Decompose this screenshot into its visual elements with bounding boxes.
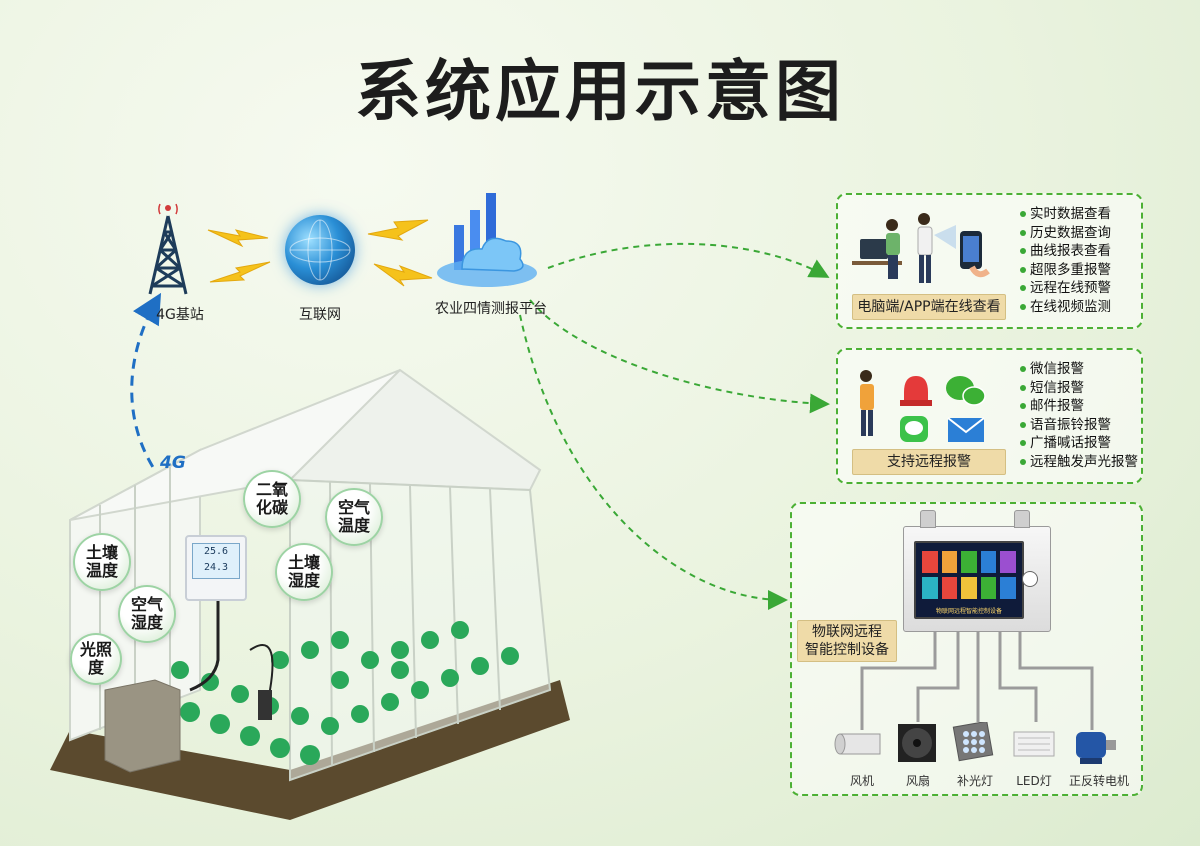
- list-item: 在线视频监测: [1020, 298, 1111, 317]
- control-tag-line: 智能控制设备: [805, 642, 889, 658]
- page-title: 系统应用示意图: [355, 53, 845, 130]
- panel-online-view: 电脑端/APP端在线查看 实时数据查看 历史数据查询 曲线报表查看 超限多重报警…: [836, 193, 1143, 329]
- sensor-bubble-co2: 二氧 化碳: [243, 470, 301, 528]
- motor-icon: [1076, 732, 1116, 764]
- view-tag: 电脑端/APP端在线查看: [852, 294, 1006, 320]
- list-item: 远程在线预警: [1020, 279, 1111, 298]
- cloud-platform-icon: [437, 193, 537, 287]
- controller-screen-tiles: [922, 551, 1016, 599]
- lightning-icon: [209, 261, 271, 283]
- led-light-icon: [1013, 731, 1055, 757]
- device-label: 风机: [849, 774, 874, 788]
- sensor-bubble-light: 光照 度: [70, 633, 122, 685]
- list-item: 超限多重报警: [1020, 261, 1111, 280]
- alarm-feature-list: 微信报警 短信报警 邮件报警 语音振铃报警 广播喊话报警 远程触发声光报警: [1020, 360, 1138, 472]
- base-station-label: 4G基站: [156, 307, 204, 323]
- device-label: 风扇: [905, 774, 930, 788]
- users-computer-phone-icon: [852, 213, 990, 283]
- lightning-icon: [367, 219, 429, 241]
- device-label: LED灯: [1016, 774, 1052, 788]
- device-label: 补光灯: [956, 774, 993, 788]
- sensor-label: 土壤 温度: [85, 543, 118, 580]
- lightning-icon: [207, 229, 269, 248]
- control-tag: 物联网远程 智能控制设备: [797, 620, 897, 662]
- sensor-bubble-air-humidity: 空气 湿度: [118, 585, 176, 643]
- display-reading: 25.6: [203, 546, 229, 557]
- sensor-label: 空气 温度: [337, 498, 370, 535]
- list-item: 语音振铃报警: [1020, 416, 1138, 435]
- device-icons: [834, 722, 1116, 764]
- alarm-tag: 支持远程报警: [852, 449, 1006, 475]
- view-feature-list: 实时数据查看 历史数据查询 曲线报表查看 超限多重报警 远程在线预警 在线视频监…: [1020, 205, 1111, 317]
- alarm-light-icon: [904, 376, 928, 400]
- arrow-to-view-panel: [547, 242, 830, 278]
- arrow-4g-uplink: [130, 292, 201, 517]
- control-tag-line: 物联网远程: [812, 624, 882, 640]
- lock-knob-icon: [1022, 571, 1038, 587]
- sensor-bubble-soil-humidity: 土壤 湿度: [275, 543, 333, 601]
- list-item: 邮件报警: [1020, 397, 1138, 416]
- mount-tab: [1014, 510, 1030, 528]
- wechat-icon: [946, 376, 986, 406]
- list-item: 历史数据查询: [1020, 224, 1111, 243]
- fan-icon: [898, 724, 936, 762]
- 4g-signal-badge: 4G: [160, 453, 186, 473]
- sensor-display-device: 25.6 24.3: [185, 535, 247, 601]
- internet-globe-icon: [285, 215, 355, 285]
- arrow-to-alarm-panel: [529, 299, 830, 414]
- list-item: 微信报警: [1020, 360, 1138, 379]
- sensor-bubble-soil-temp: 土壤 温度: [73, 533, 131, 591]
- mount-tab: [920, 510, 936, 528]
- panel-remote-alarm: 支持远程报警 微信报警 短信报警 邮件报警 语音振铃报警 广播喊话报警 远程触发…: [836, 348, 1143, 484]
- platform-label: 农业四情测报平台: [435, 301, 547, 317]
- sensor-label: 二氧 化碳: [255, 480, 288, 517]
- sensor-label: 空气 湿度: [130, 595, 163, 632]
- blower-icon: [834, 733, 881, 755]
- list-item: 远程触发声光报警: [1020, 453, 1138, 472]
- list-item: 广播喊话报警: [1020, 434, 1138, 453]
- list-item: 短信报警: [1020, 379, 1138, 398]
- lightning-icon: [373, 263, 433, 287]
- list-item: 实时数据查看: [1020, 205, 1111, 224]
- sensor-label: 土壤 湿度: [287, 553, 320, 590]
- internet-label: 互联网: [299, 307, 341, 323]
- sensor-bubble-air-temp: 空气 温度: [325, 488, 383, 546]
- alarm-channels-icons: [860, 370, 986, 442]
- display-reading: 24.3: [203, 562, 229, 573]
- device-label: 正反转电机: [1068, 774, 1129, 788]
- list-item: 曲线报表查看: [1020, 242, 1111, 261]
- controller-device: 物联网远程智能控制设备: [903, 526, 1051, 632]
- grow-light-icon: [952, 722, 994, 762]
- sensor-label: 光照 度: [79, 640, 112, 677]
- base-station-tower-icon: [148, 203, 188, 295]
- controller-caption: 物联网远程智能控制设备: [935, 608, 1002, 615]
